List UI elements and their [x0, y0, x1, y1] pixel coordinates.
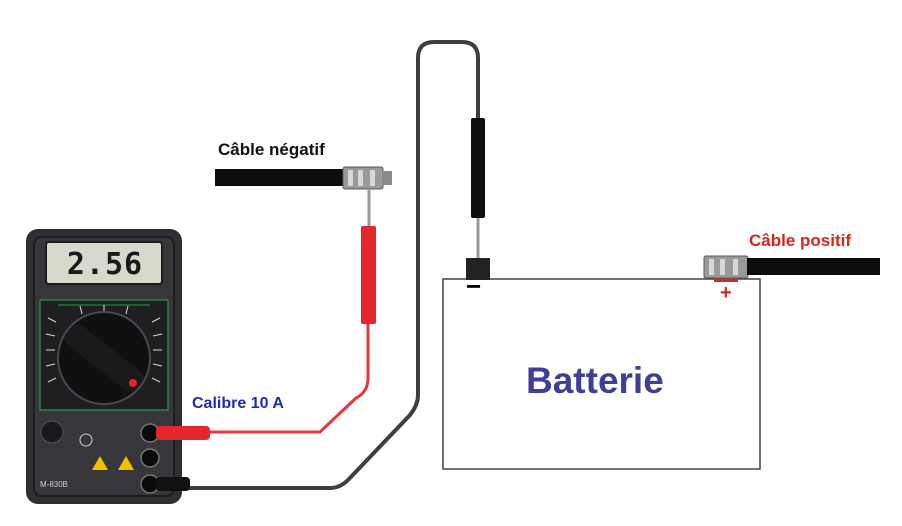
battery-positive-terminal — [714, 276, 738, 282]
ce-mark — [79, 433, 93, 447]
black-probe-body — [471, 118, 485, 218]
jack-vohm — [140, 448, 160, 468]
negative-terminal-sign: − — [466, 271, 482, 301]
positive-cable-body — [747, 258, 880, 275]
lcd-display — [45, 241, 163, 285]
battery-negative-terminal — [466, 258, 490, 280]
multimeter-reading: 2.56 — [66, 247, 144, 282]
black-lead-wire — [186, 40, 480, 490]
negative-cable-body — [215, 169, 345, 186]
red-probe-body — [361, 226, 376, 324]
transistor-socket — [40, 420, 64, 444]
positive-cable-clip — [703, 255, 749, 279]
red-banana-plug — [156, 426, 210, 440]
warning-triangle-icon — [92, 456, 108, 470]
negative-cable-clip — [342, 166, 392, 190]
positive-terminal-sign: + — [720, 282, 732, 304]
battery-label: Batterie — [526, 360, 664, 401]
battery-body — [442, 278, 761, 470]
multimeter — [26, 229, 210, 504]
calibre-label: Calibre 10 A — [192, 395, 284, 412]
black-banana-plug — [156, 477, 190, 491]
negative-cable-label: Câble négatif — [218, 140, 325, 159]
positive-cable-label: Câble positif — [749, 231, 852, 250]
red-lead-wire — [210, 324, 370, 434]
multimeter-model: M-830B — [40, 480, 69, 489]
